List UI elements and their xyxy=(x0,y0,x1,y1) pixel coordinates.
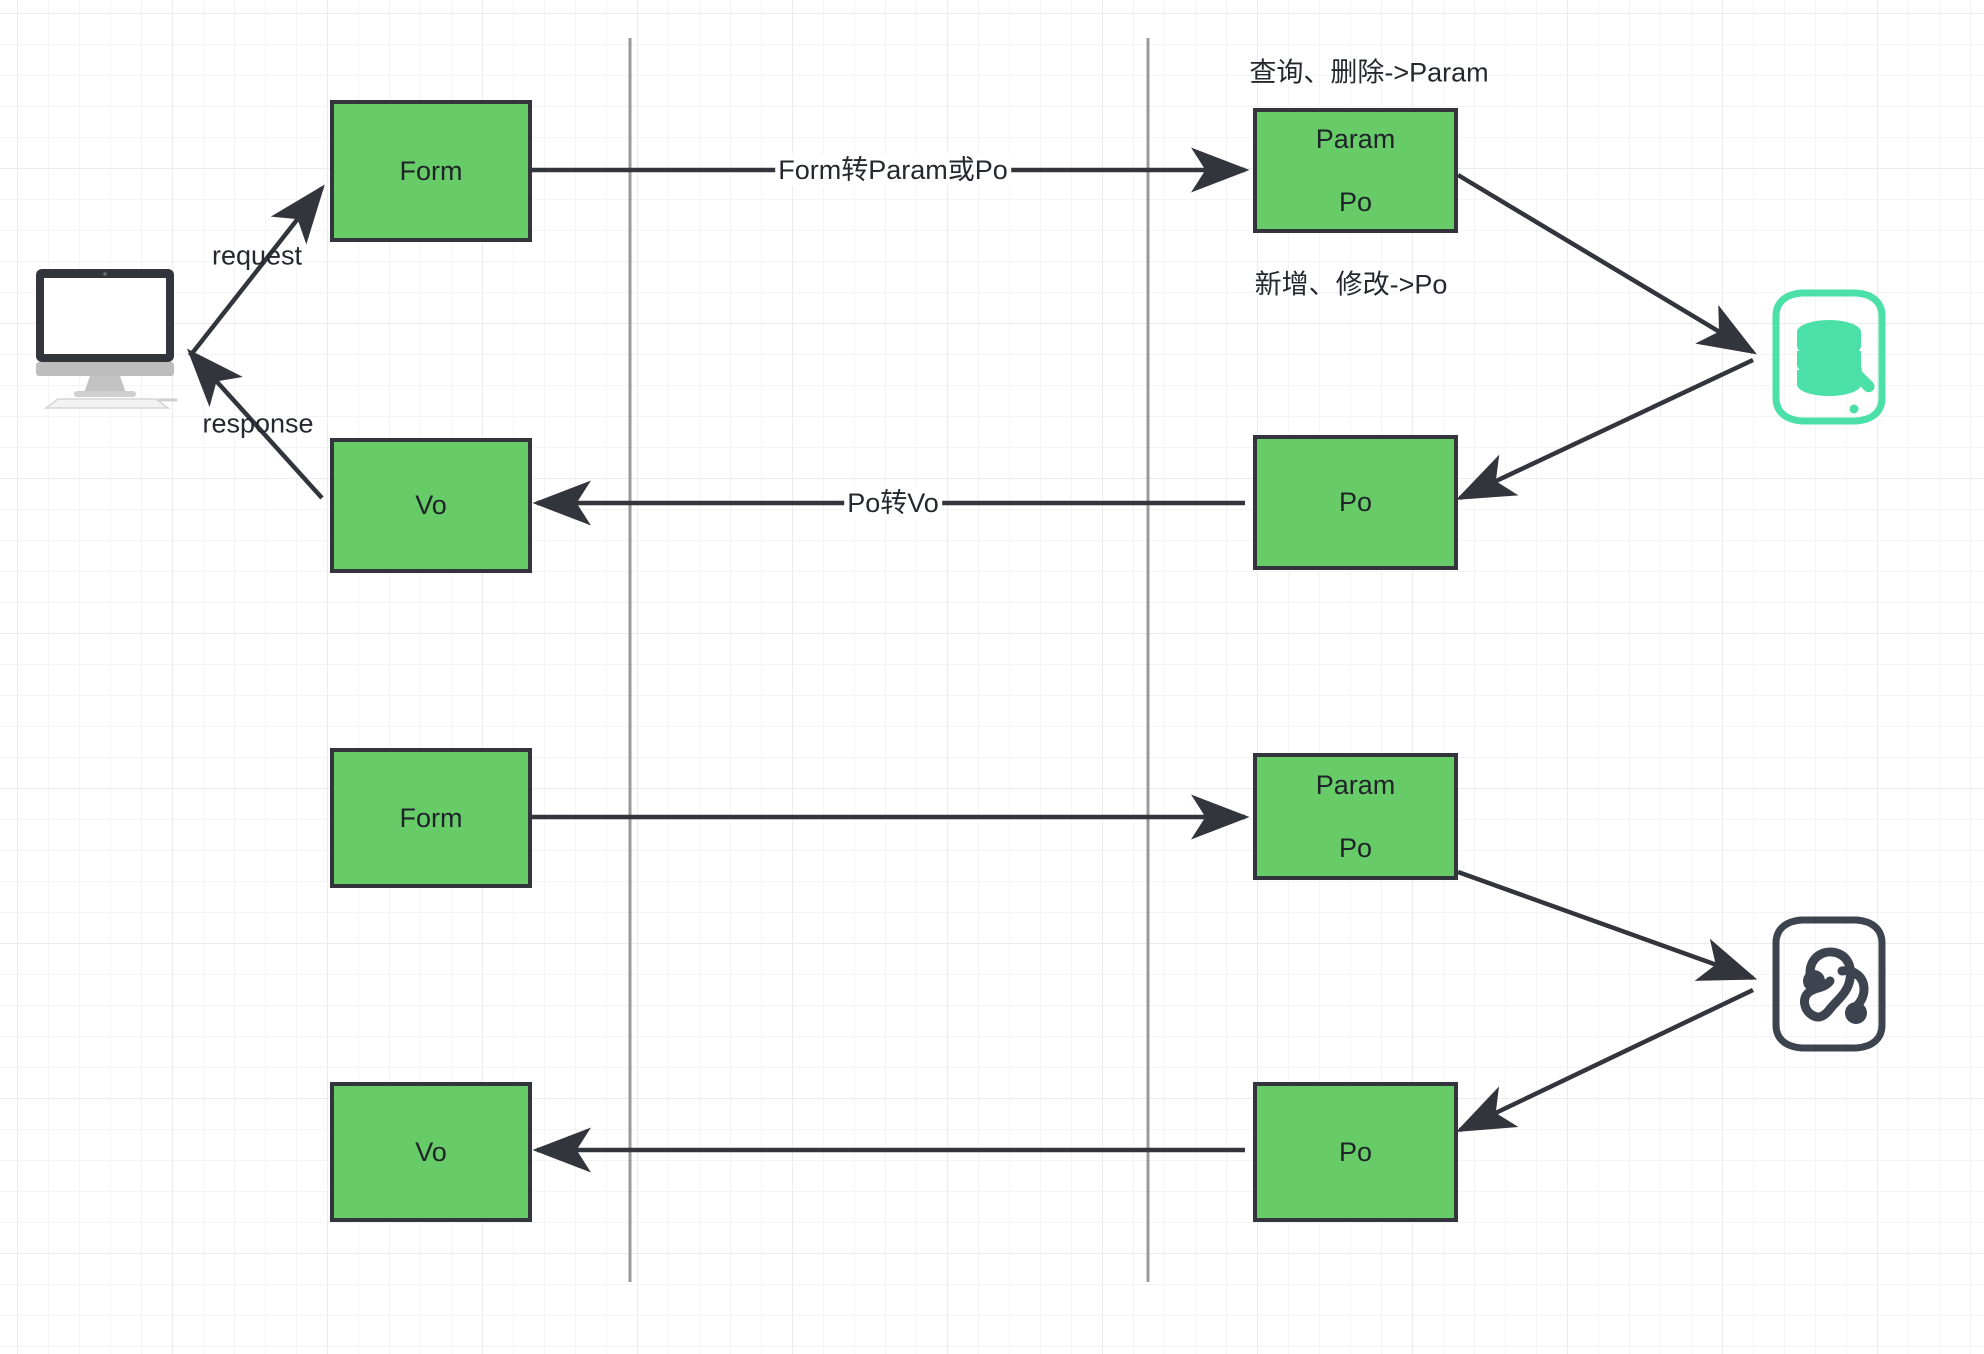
label-request: request xyxy=(211,240,303,271)
arrow-response xyxy=(186,348,324,500)
node-vo-bottom[interactable]: Vo xyxy=(330,1082,532,1222)
node-po-bottom[interactable]: Po xyxy=(1253,1082,1458,1222)
node-param-po-top[interactable]: Param Po xyxy=(1253,108,1458,233)
node-label: Po xyxy=(1338,487,1373,518)
arrow-request xyxy=(188,184,325,358)
arrow-service-to-po xyxy=(1455,987,1754,1133)
node-label: Po xyxy=(1338,1136,1373,1167)
cloud-service-icon[interactable] xyxy=(1758,913,1900,1055)
node-label: Form xyxy=(399,155,463,186)
database-tools-icon[interactable] xyxy=(1758,286,1900,428)
label-form-to-param: Form转Param或Po xyxy=(775,153,1011,187)
node-label: Form xyxy=(399,802,463,833)
annotation-insert-update: 新增、修改->Po xyxy=(1254,269,1448,300)
node-label: Param xyxy=(1315,123,1396,154)
node-param-po-bottom[interactable]: Param Po xyxy=(1253,753,1458,880)
node-form-top[interactable]: Form xyxy=(330,100,532,242)
node-label: Vo xyxy=(415,1136,447,1167)
node-label-secondary: Po xyxy=(1338,187,1373,217)
arrow-param-to-service xyxy=(1457,869,1758,981)
arrow-param-to-db xyxy=(1456,173,1757,355)
node-label: Param xyxy=(1315,769,1396,800)
node-label: Vo xyxy=(415,490,447,521)
node-vo-top[interactable]: Vo xyxy=(330,438,532,573)
node-label-secondary: Po xyxy=(1338,833,1373,863)
node-po-top[interactable]: Po xyxy=(1253,435,1458,570)
label-response: response xyxy=(202,408,314,439)
label-po-to-vo: Po转Vo xyxy=(844,486,942,520)
arrow-db-to-po xyxy=(1455,357,1754,501)
node-form-bottom[interactable]: Form xyxy=(330,748,532,888)
annotation-query-delete: 查询、删除->Param xyxy=(1249,57,1489,88)
desktop-computer-icon xyxy=(30,265,180,410)
